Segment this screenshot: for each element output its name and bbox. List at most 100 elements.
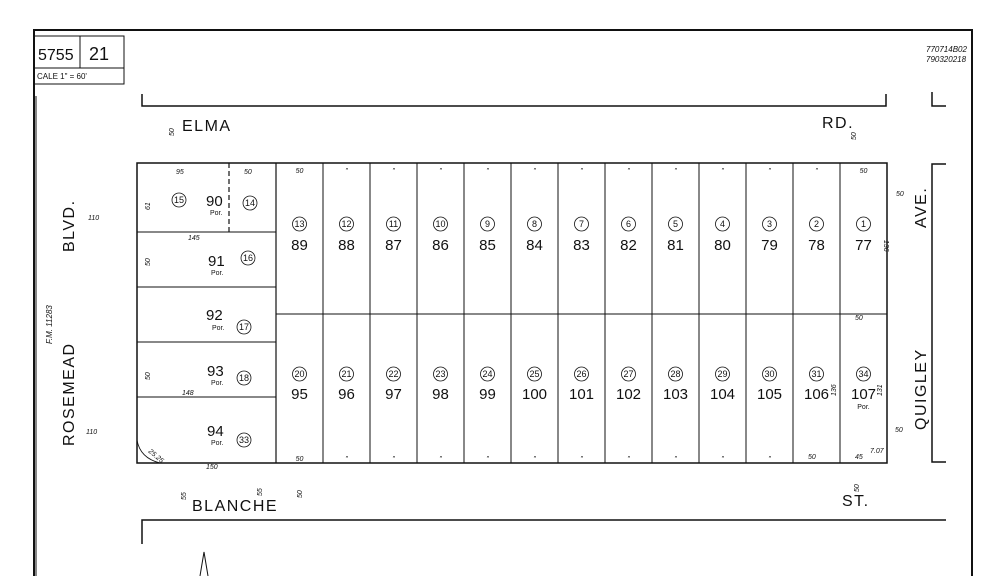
frontage-label: " (392, 456, 395, 463)
lot-number: 99 (479, 386, 496, 403)
lot-number: 91 (208, 253, 225, 270)
parcel-circle (339, 216, 354, 232)
portion-label: Por. (211, 440, 224, 447)
dim-label: 55 (257, 488, 264, 496)
dim-label: 45 (855, 454, 863, 461)
dim-label: 148 (182, 390, 194, 397)
portion-label: Por. (211, 270, 224, 277)
frontage-label: " (768, 168, 771, 175)
dim-label: 136 (831, 384, 838, 396)
parcel-number: 23 (435, 369, 445, 379)
revision-code-1: 770714B02 (926, 45, 967, 54)
parcel-number: 11 (389, 219, 398, 229)
lot-number: 92 (206, 307, 223, 324)
lot-number: 102 (616, 386, 641, 403)
lot-number: 80 (714, 237, 731, 254)
parcel-circle (809, 366, 824, 382)
parcel-number: 24 (482, 369, 492, 379)
parcel-circle (527, 366, 542, 382)
dim-label: 110 (86, 429, 97, 436)
parcel-circle (480, 366, 495, 382)
frontage-label: 50 (296, 456, 304, 463)
lot-83: 783 (557, 163, 590, 314)
portion-label: Por. (857, 404, 870, 411)
parcel-number: 16 (243, 253, 253, 263)
tract-reference: F.M. 11283 (45, 305, 54, 344)
parcel-circle (668, 216, 683, 232)
parcel-number: 31 (811, 369, 821, 379)
parcel-number: 2 (814, 219, 819, 229)
frontage-label: 50 (860, 168, 868, 175)
frontage-label: " (533, 456, 536, 463)
lot-number: 84 (526, 237, 543, 254)
lot-number: 100 (522, 386, 547, 403)
parcel-number: 28 (670, 369, 680, 379)
parcel-number: 14 (245, 198, 255, 208)
dim-label: 150 (206, 464, 218, 471)
map-header-box: 5755 21 CALE 1" = 60' (33, 35, 125, 85)
dim-label: 50 (297, 490, 304, 498)
parcel-number: 9 (485, 219, 490, 229)
lot-94: 94 Por. 33 (207, 423, 252, 448)
dim-label: 131 (877, 384, 884, 396)
frontage-label: 50 (296, 168, 304, 175)
lot-number: 87 (385, 237, 402, 254)
parcel-number: 3 (767, 219, 772, 229)
lot-number: 88 (338, 237, 355, 254)
street-st: ST. (842, 493, 870, 510)
dim-label: 95 (176, 169, 184, 176)
parcel-number: 22 (388, 369, 398, 379)
lot-80: 4 80 (698, 163, 731, 314)
frontage-label: " (439, 168, 442, 175)
lot-row-south: 2095219622972398249925100261012710228103… (291, 314, 876, 463)
lot-number: 97 (385, 386, 402, 403)
lot-number: 107 (851, 386, 876, 403)
parcel-number: 26 (576, 369, 586, 379)
dim-label: 7.07 (870, 448, 885, 455)
frontage-label: " (486, 456, 489, 463)
dim-label: 110 (88, 215, 99, 222)
street-quigley: QUIGLEY (913, 348, 930, 430)
parcel-circle (715, 366, 730, 382)
lot-number: 93 (207, 363, 224, 380)
parcel-circle (574, 366, 589, 382)
lot-number: 104 (710, 386, 735, 403)
parcel-number: 15 (174, 195, 184, 205)
frontage-label: " (345, 168, 348, 175)
lot-87: 11 87 (369, 163, 402, 314)
lot-93: 93 Por. 18 (207, 363, 252, 387)
parcel-number: 7 (579, 219, 584, 229)
lot-number: 96 (338, 386, 355, 403)
street-ave: AVE. (913, 187, 930, 228)
lot-number: 81 (667, 237, 684, 254)
lot-92: 92 Por. 17 (206, 307, 252, 335)
parcel-number: 18 (239, 373, 249, 383)
parcel-circle (339, 366, 354, 382)
parcel-number: 6 (626, 219, 631, 229)
dim-label: 50 (896, 191, 904, 198)
revision-code-2: 790320218 (926, 55, 967, 64)
parcel-number: 8 (532, 219, 537, 229)
street-rosemead: ROSEMEAD (61, 342, 78, 446)
frontage-label: " (721, 456, 724, 463)
lot-number: 77 (855, 237, 872, 254)
dim-label: 50 (244, 169, 252, 176)
frontage-label: " (627, 168, 630, 175)
frontage-label: " (580, 456, 583, 463)
parcel-number: 4 (720, 219, 725, 229)
block-outline (136, 162, 888, 464)
dim-label: 50 (169, 128, 176, 136)
frontage-label: " (439, 456, 442, 463)
lot-97: 22 97 (369, 314, 402, 463)
parcel-number: 13 (294, 219, 304, 229)
portion-label: Por. (211, 380, 224, 387)
dim-label: 61 (145, 202, 152, 210)
frontage-label: " (721, 168, 724, 175)
